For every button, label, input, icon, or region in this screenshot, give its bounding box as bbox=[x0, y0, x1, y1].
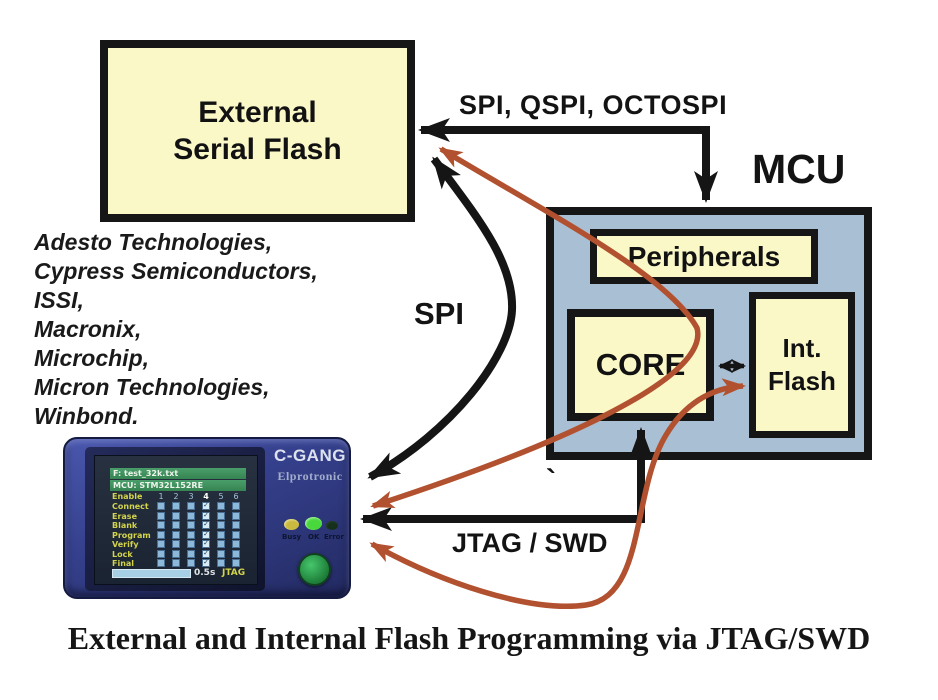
screen-checkbox bbox=[232, 549, 240, 558]
vendor-item: Winbond. bbox=[34, 403, 139, 429]
screen-checkbox bbox=[232, 511, 240, 520]
screen-checkbox: ✓ bbox=[202, 530, 210, 539]
screen-row-label: Connect bbox=[112, 502, 149, 511]
screen-row-label: Blank bbox=[112, 521, 138, 530]
internal-flash-label-line2: Flash bbox=[768, 366, 836, 396]
device-brand-label: C-GANG bbox=[274, 446, 346, 465]
vendor-item: Adesto Technologies, bbox=[34, 229, 273, 255]
busy-led-dot bbox=[284, 519, 299, 530]
vendor-item: Micron Technologies, bbox=[34, 374, 270, 400]
mcu-title-label: MCU bbox=[752, 146, 846, 192]
column-number: 2 bbox=[173, 492, 179, 501]
vendor-item: Macronix, bbox=[34, 316, 142, 342]
column-number: 1 bbox=[158, 492, 164, 501]
spi-qspi-octospi-label: SPI, QSPI, OCTOSPI bbox=[459, 90, 728, 120]
screen-checkbox bbox=[157, 530, 165, 539]
spi-label: SPI bbox=[414, 296, 464, 331]
screen-checkbox: ✓ bbox=[202, 559, 210, 567]
screen-checkbox bbox=[187, 511, 195, 520]
screen-checkbox: ✓ bbox=[202, 511, 210, 520]
external-flash-label-line2: Serial Flash bbox=[173, 133, 342, 166]
screen-checkbox bbox=[232, 521, 240, 529]
busy-led-label: Busy bbox=[282, 533, 302, 541]
screen-checkbox bbox=[157, 540, 165, 548]
ok-led-label: OK bbox=[308, 533, 320, 541]
caption-title: External and Internal Flash Programming … bbox=[67, 620, 871, 656]
screen-checkbox bbox=[217, 540, 225, 548]
vendor-item: Microchip, bbox=[34, 345, 150, 371]
screen-checkbox bbox=[187, 540, 195, 548]
screen-row-label: Enable bbox=[112, 492, 143, 501]
stray-tick-mark: ` bbox=[546, 464, 556, 497]
screen-row-label: Final bbox=[112, 559, 135, 568]
screen-checkbox: ✓ bbox=[202, 502, 210, 510]
screen-row-label: Lock bbox=[112, 549, 133, 559]
screen-checkbox bbox=[157, 521, 165, 529]
cycle-time-label: 0.5s bbox=[194, 568, 216, 578]
screen-checkbox bbox=[172, 549, 180, 558]
screen-checkbox bbox=[157, 559, 165, 567]
screen-checkbox bbox=[157, 502, 165, 510]
screen-checkbox bbox=[187, 530, 195, 539]
screen-checkbox bbox=[217, 549, 225, 558]
external-flash-label-line1: External bbox=[198, 96, 317, 129]
column-number: 3 bbox=[188, 492, 194, 501]
screen-checkbox: ✓ bbox=[202, 549, 210, 558]
screen-mcu-row: MCU: STM32L152RE bbox=[110, 480, 246, 491]
screen-checkbox bbox=[232, 530, 240, 539]
spi-qspi-bus-arrow bbox=[418, 118, 718, 203]
peripherals-label: Peripherals bbox=[627, 240, 781, 272]
ok-led-dot bbox=[305, 517, 322, 530]
screen-checkbox bbox=[187, 559, 195, 567]
screen-checkbox bbox=[172, 502, 180, 510]
core-box: CORE bbox=[567, 309, 714, 421]
interface-mode-label: JTAG bbox=[222, 568, 246, 578]
screen-checkbox bbox=[217, 530, 225, 539]
external-serial-flash-box: External Serial Flash bbox=[100, 40, 415, 222]
screen-row-label: Erase bbox=[112, 511, 137, 521]
internal-flash-box: Int. Flash bbox=[749, 292, 855, 438]
screen-checkbox bbox=[172, 521, 180, 529]
vendor-item: ISSI, bbox=[34, 287, 84, 313]
screen-checkbox bbox=[232, 540, 240, 548]
start-button bbox=[298, 553, 331, 586]
screen-checkbox bbox=[172, 530, 180, 539]
internal-flash-label-line1: Int. bbox=[782, 333, 822, 363]
screen-file-row: F: test_32k.txt bbox=[110, 468, 246, 479]
screen-row-label: Verify bbox=[112, 540, 139, 549]
column-number: 4 bbox=[203, 492, 209, 501]
screen-checkbox bbox=[157, 549, 165, 558]
screen-checkbox bbox=[187, 549, 195, 558]
screen-checkbox bbox=[187, 521, 195, 529]
screen-checkbox bbox=[217, 559, 225, 567]
screen-checkbox bbox=[232, 559, 240, 567]
screen-checkbox bbox=[217, 511, 225, 520]
screen-checkbox bbox=[157, 511, 165, 520]
screen-checkbox: ✓ bbox=[202, 521, 210, 529]
screen-checkbox bbox=[172, 540, 180, 548]
device-maker-label: Elprotronic bbox=[277, 469, 343, 483]
screen-checkbox: ✓ bbox=[202, 540, 210, 548]
progress-bar bbox=[112, 569, 191, 578]
peripherals-box: Peripherals bbox=[590, 229, 818, 284]
column-number: 5 bbox=[218, 492, 224, 501]
core-label: CORE bbox=[595, 347, 686, 382]
column-number: 6 bbox=[233, 492, 239, 501]
screen-checkbox bbox=[232, 502, 240, 510]
screen-checkbox bbox=[172, 511, 180, 520]
error-led-label: Error bbox=[324, 533, 344, 541]
error-led-dot bbox=[326, 521, 338, 530]
screen-checkbox bbox=[217, 521, 225, 529]
screen-checkbox bbox=[187, 502, 195, 510]
vendor-item: Cypress Semiconductors, bbox=[34, 258, 318, 284]
screen-checkbox bbox=[172, 559, 180, 567]
jtag-swd-label: JTAG / SWD bbox=[452, 528, 608, 558]
screen-checkbox bbox=[217, 502, 225, 510]
vendor-list: Adesto Technologies, Cypress Semiconducto… bbox=[34, 228, 318, 431]
screen-row-label: Program bbox=[112, 530, 151, 540]
